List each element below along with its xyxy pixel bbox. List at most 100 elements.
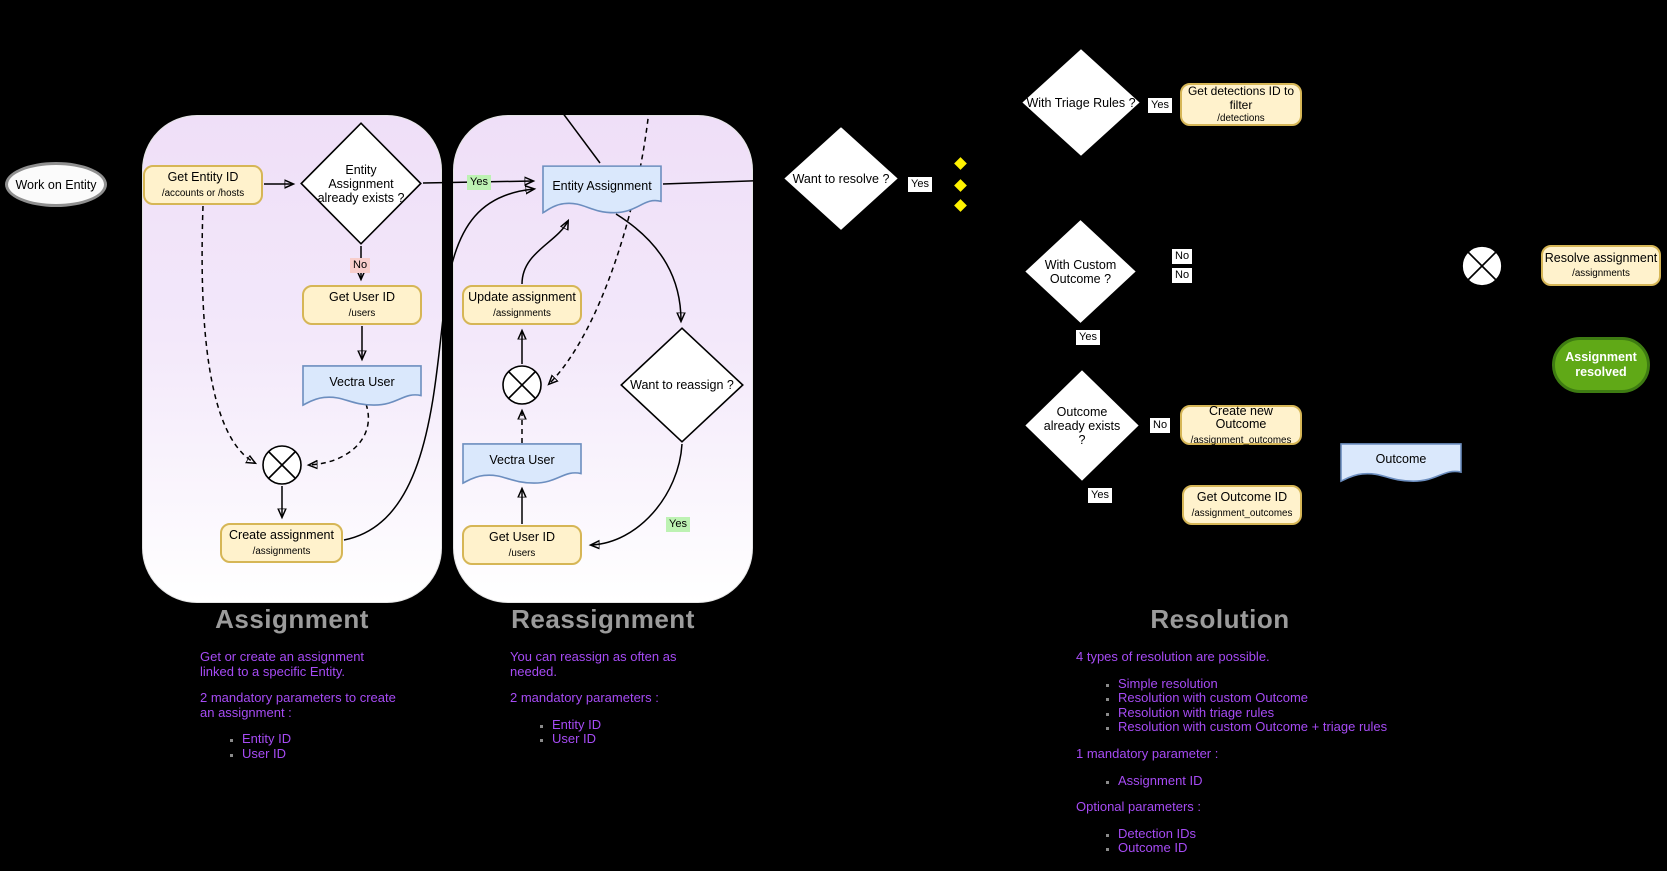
task-label: Update assignment: [468, 290, 576, 305]
task-endpoint: /assignment_outcomes: [1190, 434, 1292, 446]
note-paragraph: Optional parameters :: [1076, 799, 1421, 815]
note-paragraph: 2 mandatory parameters to create an assi…: [200, 690, 445, 720]
edge-label-yes: Yes: [1076, 330, 1100, 345]
edge-label-yes: Yes: [467, 175, 491, 190]
task-resolve-assignment: Resolve assignment /assignments: [1541, 245, 1661, 286]
task-label: Get Entity ID: [167, 170, 239, 185]
task-endpoint: /assignments: [252, 545, 311, 557]
note-list: Simple resolution Resolution with custom…: [1076, 676, 1421, 735]
task-label: Create new Outcome: [1209, 403, 1273, 431]
xor-gateway-reassignment: [502, 365, 542, 405]
edge-label-no: No: [1172, 268, 1193, 283]
connector-reassign-yes-to-getuser2: [591, 443, 683, 545]
task-get-entity-id: Get Entity ID /accounts or /hosts: [143, 165, 263, 205]
task-create-new-outcome: Create new Outcome /assignment_outcomes: [1180, 403, 1302, 446]
xor-icon: [262, 445, 302, 485]
diamond-shape: [1023, 368, 1141, 483]
task-label: Get detections ID to filter: [1187, 84, 1295, 112]
note-bullet: Outcome ID: [1118, 841, 1421, 856]
task-get-user-id-assignment: Get User ID /users: [302, 285, 422, 325]
note-paragraph: 1 mandatory parameter :: [1076, 745, 1421, 762]
edge-label-no: No: [1150, 418, 1171, 433]
edge-label-yes: Yes: [1148, 98, 1172, 113]
section-title-resolution: Resolution: [1150, 604, 1290, 634]
decision-with-triage-rules: With Triage Rules ?: [1020, 47, 1142, 158]
assignment-notes: Get or create an assignment linked to a …: [200, 649, 445, 774]
section-title-assignment: Assignment: [215, 604, 369, 634]
data-entity-assignment: Entity Assignment: [542, 165, 662, 215]
note-bullet: User ID: [242, 746, 445, 762]
note-line: needed.: [510, 663, 557, 679]
end-label: Assignment resolved: [1565, 350, 1637, 379]
note-line: Get or create an assignment: [200, 649, 365, 664]
note-line: 1 mandatory parameter :: [1076, 745, 1219, 761]
note-list: Entity ID User ID: [200, 732, 445, 761]
decision-outcome-already-exists: Outcome already exists ?: [1023, 368, 1141, 483]
task-endpoint: /assignments: [493, 307, 551, 319]
connector-entityassignment-to-resolve: [662, 180, 777, 184]
decision-with-custom-outcome: With Custom Outcome ?: [1023, 218, 1138, 325]
diamond-shape: [300, 122, 422, 245]
note-line: 4 types of resolution are possible.: [1076, 649, 1270, 664]
decision-want-to-reassign: Want to reassign ?: [620, 327, 744, 443]
edge-label-no: No: [1172, 249, 1193, 264]
task-label: Get User ID: [329, 290, 395, 305]
task-endpoint: /users: [508, 547, 536, 559]
note-bullet: Simple resolution: [1118, 676, 1421, 692]
connector-top-to-xor2: [549, 109, 650, 384]
connector-entityassignment-to-reassign: [615, 213, 681, 321]
reassignment-notes: You can reassign as often as needed. 2 m…: [510, 649, 755, 759]
data-vectra-user-reassignment: Vectra User: [462, 443, 582, 485]
decision-label: Entity Assignment already exists ?: [317, 162, 405, 205]
decision-label: With Triage Rules ?: [1026, 95, 1136, 110]
note-paragraph: You can reassign as often as needed.: [510, 649, 755, 679]
task-get-user-id-reassignment: Get User ID /users: [462, 525, 582, 565]
task-get-detections: Get detections ID to filter /detections: [1180, 83, 1302, 126]
data-vectra-user-assignment: Vectra User: [302, 365, 422, 407]
note-line: Optional parameters :: [1076, 799, 1202, 815]
task-update-assignment: Update assignment /assignments: [462, 285, 582, 325]
task-endpoint: /assignment_outcomes: [1191, 507, 1293, 519]
note-bullet: Assignment ID: [1118, 773, 1421, 789]
note-bullet: Entity ID: [242, 732, 445, 747]
decision-want-to-resolve: Want to resolve ?: [782, 125, 900, 232]
note-bullet: Detection IDs: [1118, 826, 1421, 842]
decision-label: With Custom Outcome ?: [1044, 257, 1117, 286]
edge-label-no: No: [350, 258, 371, 273]
edge-label-yes: Yes: [666, 517, 690, 532]
note-list: Detection IDs Outcome ID: [1076, 826, 1421, 856]
edge-label-yes: Yes: [1088, 488, 1112, 503]
decision-entity-assignment-exists: Entity Assignment already exists ?: [300, 122, 422, 245]
note-bullet: Entity ID: [552, 717, 755, 733]
note-line: an assignment :: [200, 704, 292, 720]
note-paragraph: Get or create an assignment linked to a …: [200, 649, 445, 679]
note-bullet: Resolution with custom Outcome + triage …: [1118, 720, 1421, 735]
note-line: linked to a specific Entity.: [200, 663, 345, 679]
end-node-assignment-resolved: Assignment resolved: [1552, 337, 1650, 393]
note-paragraph: 4 types of resolution are possible.: [1076, 649, 1421, 665]
task-endpoint: /assignments: [1572, 268, 1630, 280]
connector-update-to-entityassignment: [521, 221, 568, 285]
connector-entityid-to-xor: [201, 205, 255, 463]
xor-gateway-assignment: [262, 445, 302, 485]
decision-label: Want to reassign ?: [630, 378, 734, 392]
diamond-shape: [620, 327, 744, 443]
task-endpoint: /users: [348, 307, 376, 319]
xor-gateway-resolution: [1461, 245, 1503, 287]
note-line: You can reassign as often as: [510, 649, 677, 664]
task-endpoint: /detections: [1217, 113, 1265, 124]
task-label: Get User ID: [489, 530, 555, 545]
edge-label-yes: Yes: [908, 177, 932, 192]
decision-label: Want to resolve ?: [792, 171, 890, 186]
data-label: Vectra User: [329, 375, 395, 389]
document-shape: [302, 365, 422, 407]
data-label: Vectra User: [489, 453, 555, 467]
task-create-assignment: Create assignment /assignments: [220, 523, 343, 563]
note-bullet: Resolution with triage rules: [1118, 705, 1421, 721]
task-label: Get Outcome ID: [1196, 490, 1288, 505]
task-endpoint: /accounts or /hosts: [161, 187, 245, 199]
section-title-reassignment: Reassignment: [511, 604, 695, 634]
xor-icon: [1461, 245, 1503, 287]
document-shape: [462, 443, 582, 485]
